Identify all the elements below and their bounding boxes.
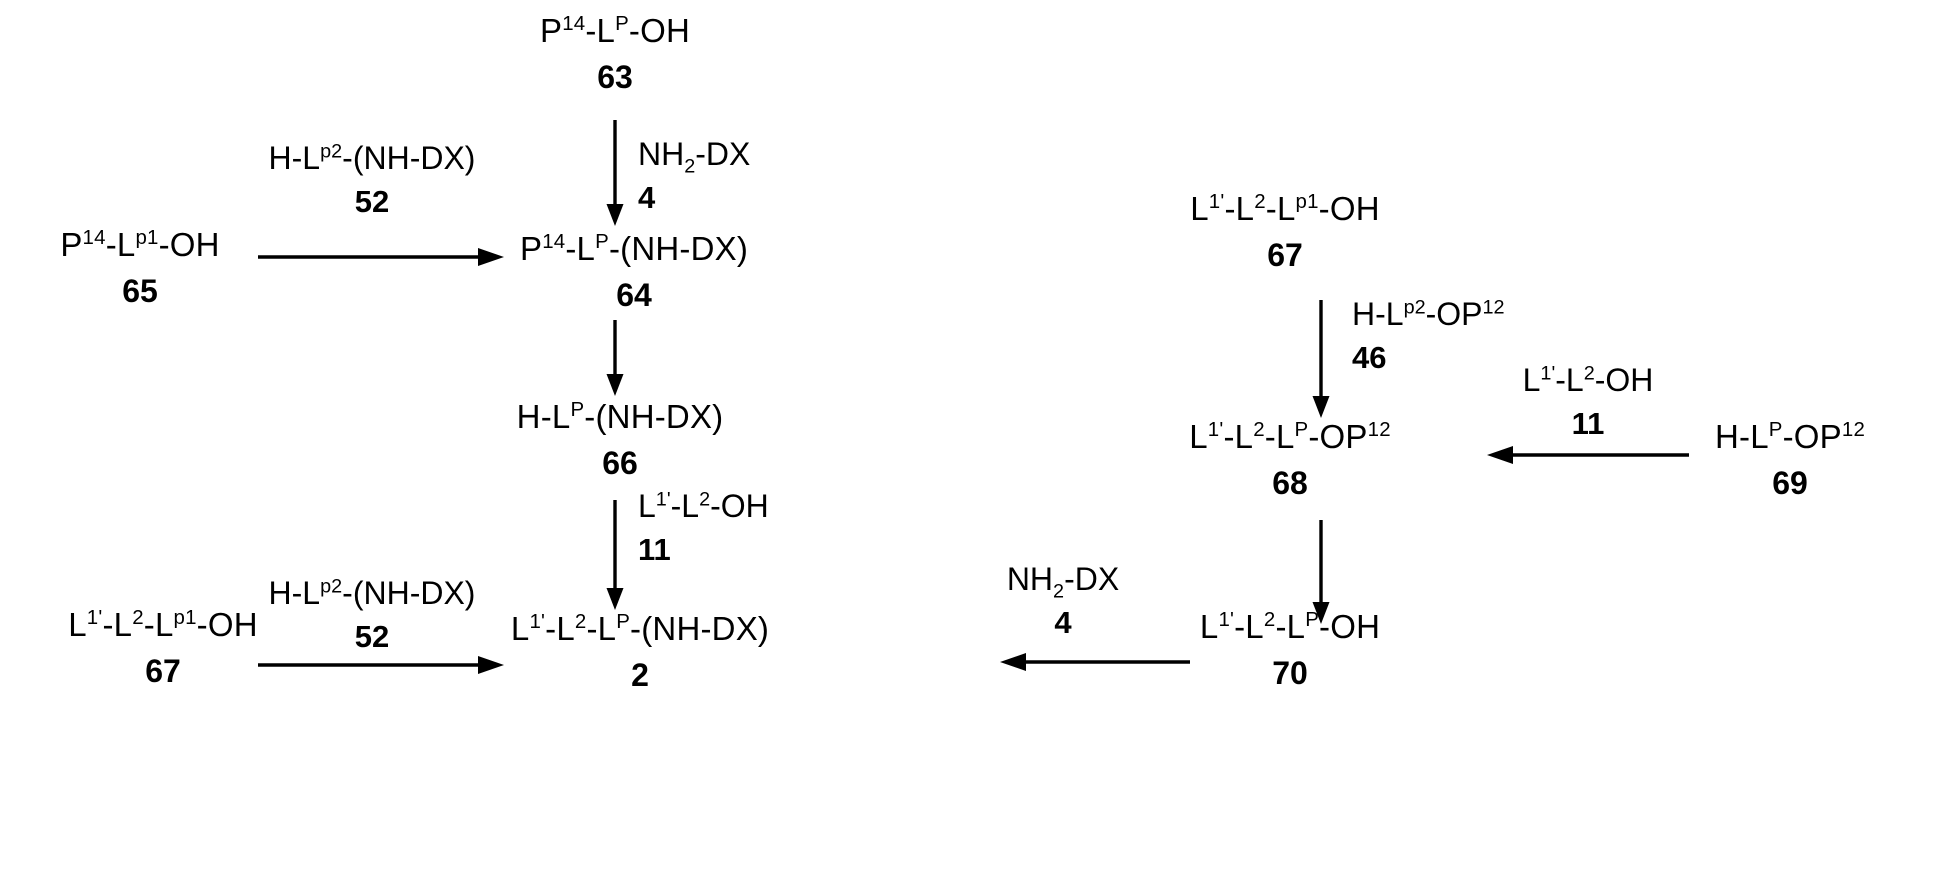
reagent-nh2-dx-top-formula: NH2-DX <box>638 136 751 178</box>
compound-69-number: 69 <box>1772 464 1808 501</box>
arrow-64-to-66 <box>598 320 632 398</box>
reagent-11-center-formula: L1'-L2-OH <box>638 488 769 524</box>
arrow-70-to-2 <box>1000 645 1190 679</box>
compound-63-number: 63 <box>597 58 633 95</box>
compound-2-number: 2 <box>631 656 649 693</box>
reagent-52-bottom-formula: H-Lp2-(NH-DX) <box>268 575 476 611</box>
compound-65-formula: P14-Lp1-OH <box>60 226 220 263</box>
compound-63-formula: P14-LP-OH <box>539 12 691 49</box>
arrow-67-to-68 <box>1304 300 1338 420</box>
reagent-46-right: H-Lp2-OP12 46 <box>1352 296 1505 375</box>
reagent-52-top: H-Lp2-(NH-DX) 52 <box>268 140 476 219</box>
reagent-52-top-formula: H-Lp2-(NH-DX) <box>268 140 476 176</box>
compound-66-number: 66 <box>602 444 638 481</box>
compound-68-formula: L1'-L2-LP-OP12 <box>1189 418 1391 455</box>
compound-67-bottom-number: 67 <box>145 652 181 689</box>
arrow-63-to-64 <box>598 120 632 228</box>
compound-69-formula: H-LP-OP12 <box>1714 418 1866 455</box>
compound-67-right: L1'-L2-Lp1-OH 67 <box>1190 190 1380 273</box>
compound-70-formula: L1'-L2-LP-OH <box>1199 608 1381 645</box>
reagent-11-right-formula: L1'-L2-OH <box>1522 362 1654 398</box>
compound-63: P14-LP-OH 63 <box>539 12 691 95</box>
arrow-66-to-2 <box>598 500 632 612</box>
arrow-67-to-2 <box>258 648 506 682</box>
arrow-65-to-64 <box>258 240 506 274</box>
compound-67-bottom: L1'-L2-Lp1-OH 67 <box>68 606 258 689</box>
arrow-68-to-70 <box>1304 520 1338 626</box>
compound-64-number: 64 <box>616 276 652 313</box>
reagent-11-right: L1'-L2-OH 11 <box>1522 362 1654 441</box>
compound-66: H-LP-(NH-DX) 66 <box>516 398 724 481</box>
compound-68: L1'-L2-LP-OP12 68 <box>1189 418 1391 501</box>
reagent-52-bottom-number: 52 <box>354 618 390 654</box>
reagent-nh2-dx-top-number: 4 <box>638 179 656 215</box>
reagent-52-bottom: H-Lp2-(NH-DX) 52 <box>268 575 476 654</box>
compound-65-number: 65 <box>122 272 158 309</box>
compound-66-formula: H-LP-(NH-DX) <box>516 398 724 435</box>
reagent-46-right-number: 46 <box>1352 339 1387 375</box>
reagent-nh2-dx-bottom-number: 4 <box>1054 604 1072 640</box>
reagent-nh2-dx-top: NH2-DX 4 <box>638 136 751 215</box>
reagent-11-right-number: 11 <box>1571 405 1605 441</box>
compound-70: L1'-L2-LP-OH 70 <box>1199 608 1381 691</box>
compound-67-right-number: 67 <box>1267 236 1303 273</box>
reagent-nh2-dx-bottom: NH2-DX 4 <box>1006 561 1120 640</box>
compound-70-number: 70 <box>1272 654 1308 691</box>
compound-65: P14-Lp1-OH 65 <box>60 226 220 309</box>
compound-68-number: 68 <box>1272 464 1308 501</box>
reagent-nh2-dx-bottom-formula: NH2-DX <box>1006 561 1120 603</box>
compound-64: P14-LP-(NH-DX) 64 <box>519 230 749 313</box>
reagent-11-center: L1'-L2-OH 11 <box>638 488 769 567</box>
compound-67-bottom-formula: L1'-L2-Lp1-OH <box>68 606 258 643</box>
compound-2: L1'-L2-LP-(NH-DX) 2 <box>510 610 770 693</box>
compound-69: H-LP-OP12 69 <box>1714 418 1866 501</box>
compound-2-formula: L1'-L2-LP-(NH-DX) <box>510 610 770 647</box>
reagent-46-right-formula: H-Lp2-OP12 <box>1352 296 1505 332</box>
arrow-69-to-68 <box>1487 438 1689 472</box>
reagent-52-top-number: 52 <box>354 183 390 219</box>
compound-67-right-formula: L1'-L2-Lp1-OH <box>1190 190 1380 227</box>
compound-64-formula: P14-LP-(NH-DX) <box>519 230 749 267</box>
reagent-11-center-number: 11 <box>638 531 671 567</box>
